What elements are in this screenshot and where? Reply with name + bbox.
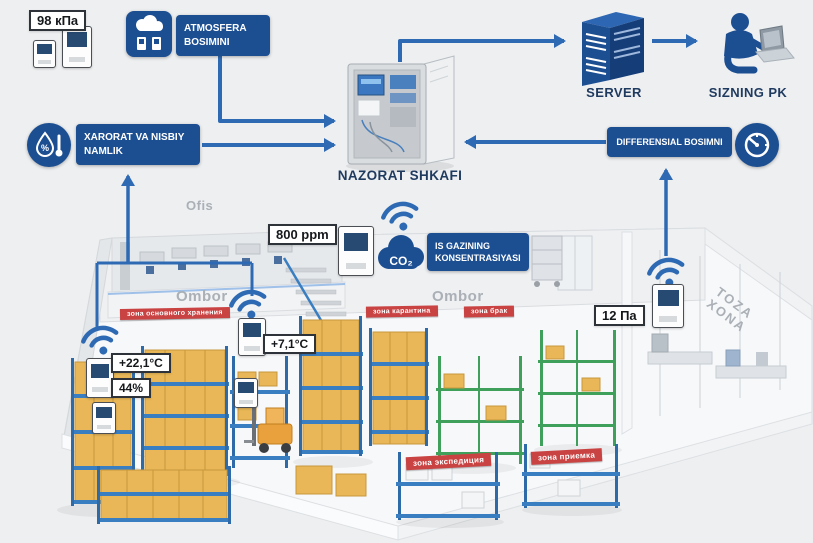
pc-user-icon	[724, 13, 795, 74]
device-screen	[90, 363, 110, 378]
label-differensial-bosimni: DIFFERENSIAL BOSIMNI	[607, 127, 732, 158]
cloud-sensors-icon	[126, 11, 172, 57]
flow-arrows	[95, 34, 698, 330]
zone-banner: зона брак	[463, 305, 515, 318]
zone-banner: зона основного хранения	[119, 307, 230, 320]
sensor-device	[234, 378, 258, 408]
warehouse-illustration	[57, 227, 813, 541]
cart	[531, 235, 563, 287]
device-screen	[67, 31, 87, 47]
sensor-device	[652, 284, 684, 328]
device-buttons	[239, 399, 253, 404]
sensor-device	[92, 402, 116, 434]
device-buttons	[345, 262, 367, 270]
sensor-device	[338, 226, 374, 276]
device-buttons	[38, 60, 51, 64]
label-atmosfera-bosimini: ATMOSFERA BOSIMINI	[176, 15, 270, 56]
device-buttons	[92, 387, 108, 393]
device-buttons	[97, 425, 111, 430]
rack-yellow-d	[299, 316, 363, 456]
rack-expedition	[396, 452, 500, 520]
label-is-gazining: IS GAZINING KONSENTRASIYASI	[427, 233, 529, 272]
device-screen	[657, 290, 679, 306]
diff-pressure-reading: 12 Па	[594, 305, 645, 326]
control-cabinet	[346, 55, 455, 172]
pressure-gauge-icon	[735, 123, 779, 167]
storage-label-1: Ombor	[176, 288, 228, 305]
pressure-reading: 98 кПа	[29, 10, 87, 31]
temperature-reading-main: +22,1°C	[111, 353, 171, 373]
sensor-device	[62, 26, 92, 68]
forklift	[244, 394, 293, 453]
wifi-icon	[81, 325, 119, 355]
rack-yellow-c	[97, 466, 231, 524]
clean-room	[621, 231, 787, 435]
pallet-boxes	[295, 465, 367, 497]
device-screen	[37, 44, 52, 54]
co2-glyph: CO₂	[389, 254, 412, 268]
co2-ppm-reading: 800 ppm	[268, 224, 337, 245]
rack-yellow-e	[369, 328, 429, 446]
office-area	[107, 229, 346, 319]
server-caption: SERVER	[586, 85, 642, 100]
pk-caption: SIZNING PK	[708, 85, 788, 100]
right-wall	[704, 227, 813, 321]
device-screen	[242, 323, 262, 337]
server-icon	[582, 12, 644, 86]
co2-cloud-icon: CO₂	[374, 230, 426, 279]
device-screen	[344, 232, 368, 251]
wifi-icon	[229, 289, 267, 319]
temperature-reading-second: +7,1°C	[263, 334, 317, 354]
humidity-reading-main: 44%	[111, 378, 152, 398]
rack-green-2	[538, 330, 616, 446]
sensor-device	[238, 318, 266, 356]
sensor-device	[86, 358, 114, 398]
zone-banner: зона карантина	[365, 305, 438, 318]
device-buttons	[68, 56, 86, 63]
percent-glyph: %	[41, 143, 49, 153]
label-xarorat-namlik: XARORAT VA NISBIY NAMLIK	[76, 124, 200, 165]
cabinet-caption: NAZORAT SHKAFI	[337, 168, 463, 183]
humidity-temperature-icon: %	[27, 123, 71, 167]
device-buttons	[244, 345, 260, 351]
device-screen	[96, 406, 112, 418]
rack-yellow-b	[141, 346, 229, 476]
office-label: Ofis	[186, 198, 214, 213]
device-buttons	[659, 316, 677, 322]
sensor-device	[33, 40, 56, 68]
wifi-icon	[381, 201, 419, 231]
storage-label-2: Ombor	[432, 288, 484, 305]
device-screen	[238, 382, 254, 393]
